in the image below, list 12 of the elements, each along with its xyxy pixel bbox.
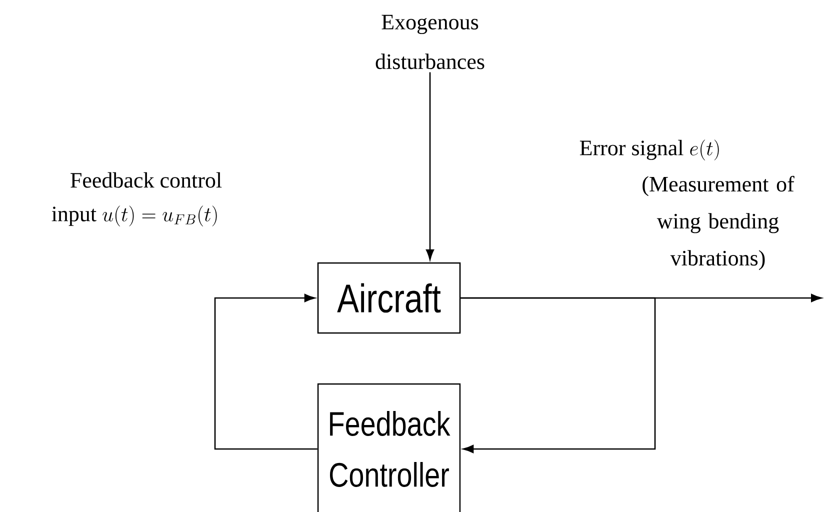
signal-formula: $e(t)$ [690, 140, 719, 160]
input-label: Exogenous disturbances [376, 14, 484, 70]
arrow [426, 72, 434, 260]
signal-label: Error signal [580, 140, 684, 160]
signal-formula: $u(t) = u_{FB}(t)$ [102, 206, 217, 226]
signal-label: Feedback control [70, 172, 222, 188]
arrow [460, 297, 656, 454]
signal-label: (Measurement of wing bending vibrations) [642, 176, 794, 270]
arrow [214, 294, 318, 450]
process-box: Feedback Controller [317, 383, 461, 512]
process-box: Aircraft [317, 262, 461, 334]
signal-label: input [52, 206, 96, 226]
